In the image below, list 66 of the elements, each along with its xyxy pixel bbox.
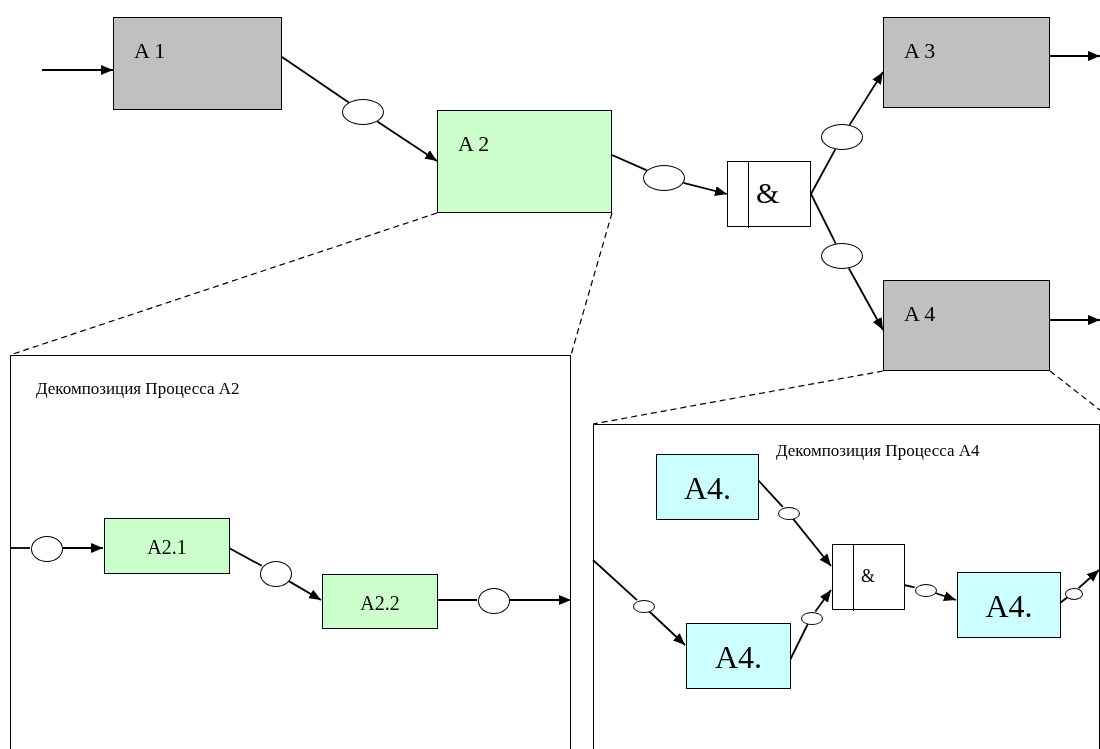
object-oval — [31, 536, 63, 562]
dashed-line — [1049, 370, 1100, 411]
dashed-line — [592, 370, 884, 425]
arrow — [682, 182, 728, 196]
box-label: A4. — [984, 590, 1034, 622]
process-box — [437, 110, 612, 213]
object-oval — [801, 612, 823, 625]
connector-line — [903, 584, 916, 589]
box-label: A 1 — [134, 40, 166, 62]
arrow — [814, 589, 832, 613]
process-box — [656, 454, 759, 520]
connector-line — [592, 559, 638, 601]
connector-line — [757, 479, 784, 508]
arrow — [647, 610, 686, 646]
arrow — [376, 120, 438, 162]
box-label: A 4 — [904, 303, 936, 325]
object-oval — [342, 99, 384, 125]
process-box — [104, 518, 230, 574]
connector-line — [789, 622, 809, 661]
connector-line — [228, 547, 263, 567]
arrow — [1049, 315, 1100, 325]
object-oval — [643, 165, 685, 191]
box-label: A4. — [713, 641, 764, 673]
process-box — [686, 623, 791, 689]
object-oval — [821, 243, 863, 269]
process-box — [322, 574, 438, 629]
junction-symbol: & — [861, 567, 875, 585]
panel-title: Декомпозиция Процесса A2 — [36, 380, 240, 397]
object-oval — [1065, 588, 1083, 600]
box-label: A2.1 — [146, 537, 188, 557]
process-box — [883, 17, 1050, 108]
connector-line — [611, 154, 648, 172]
junction-box — [832, 544, 905, 610]
connector-line — [9, 547, 31, 549]
junction-symbol: & — [756, 178, 780, 208]
process-box — [883, 280, 1050, 371]
arrow — [61, 543, 104, 553]
box-label: A 2 — [458, 133, 490, 155]
object-oval — [260, 561, 292, 587]
arrow — [848, 71, 884, 126]
box-label: A4. — [682, 472, 733, 504]
connector-line — [436, 599, 478, 601]
connector-line — [810, 193, 837, 245]
arrow — [41, 65, 114, 75]
decomposition-panel — [593, 424, 1100, 749]
box-label: A2.2 — [359, 592, 401, 613]
process-box — [113, 17, 282, 110]
connector-line — [281, 56, 350, 104]
decomposition-panel — [10, 355, 571, 749]
object-oval — [915, 584, 937, 597]
object-oval — [778, 507, 800, 520]
object-oval — [478, 588, 510, 614]
junction-box — [727, 161, 811, 227]
arrow — [791, 517, 832, 567]
object-oval — [821, 124, 863, 150]
panel-title: Декомпозиция Процесса A4 — [776, 442, 980, 459]
dashed-line — [570, 212, 613, 356]
arrow — [1049, 51, 1100, 61]
arrow — [508, 595, 572, 605]
connector-line — [810, 148, 837, 195]
box-label: A 3 — [904, 40, 936, 62]
process-box — [957, 572, 1061, 638]
object-oval — [633, 600, 655, 613]
arrow — [1077, 569, 1100, 590]
arrow — [287, 579, 322, 601]
arrow — [847, 267, 884, 331]
